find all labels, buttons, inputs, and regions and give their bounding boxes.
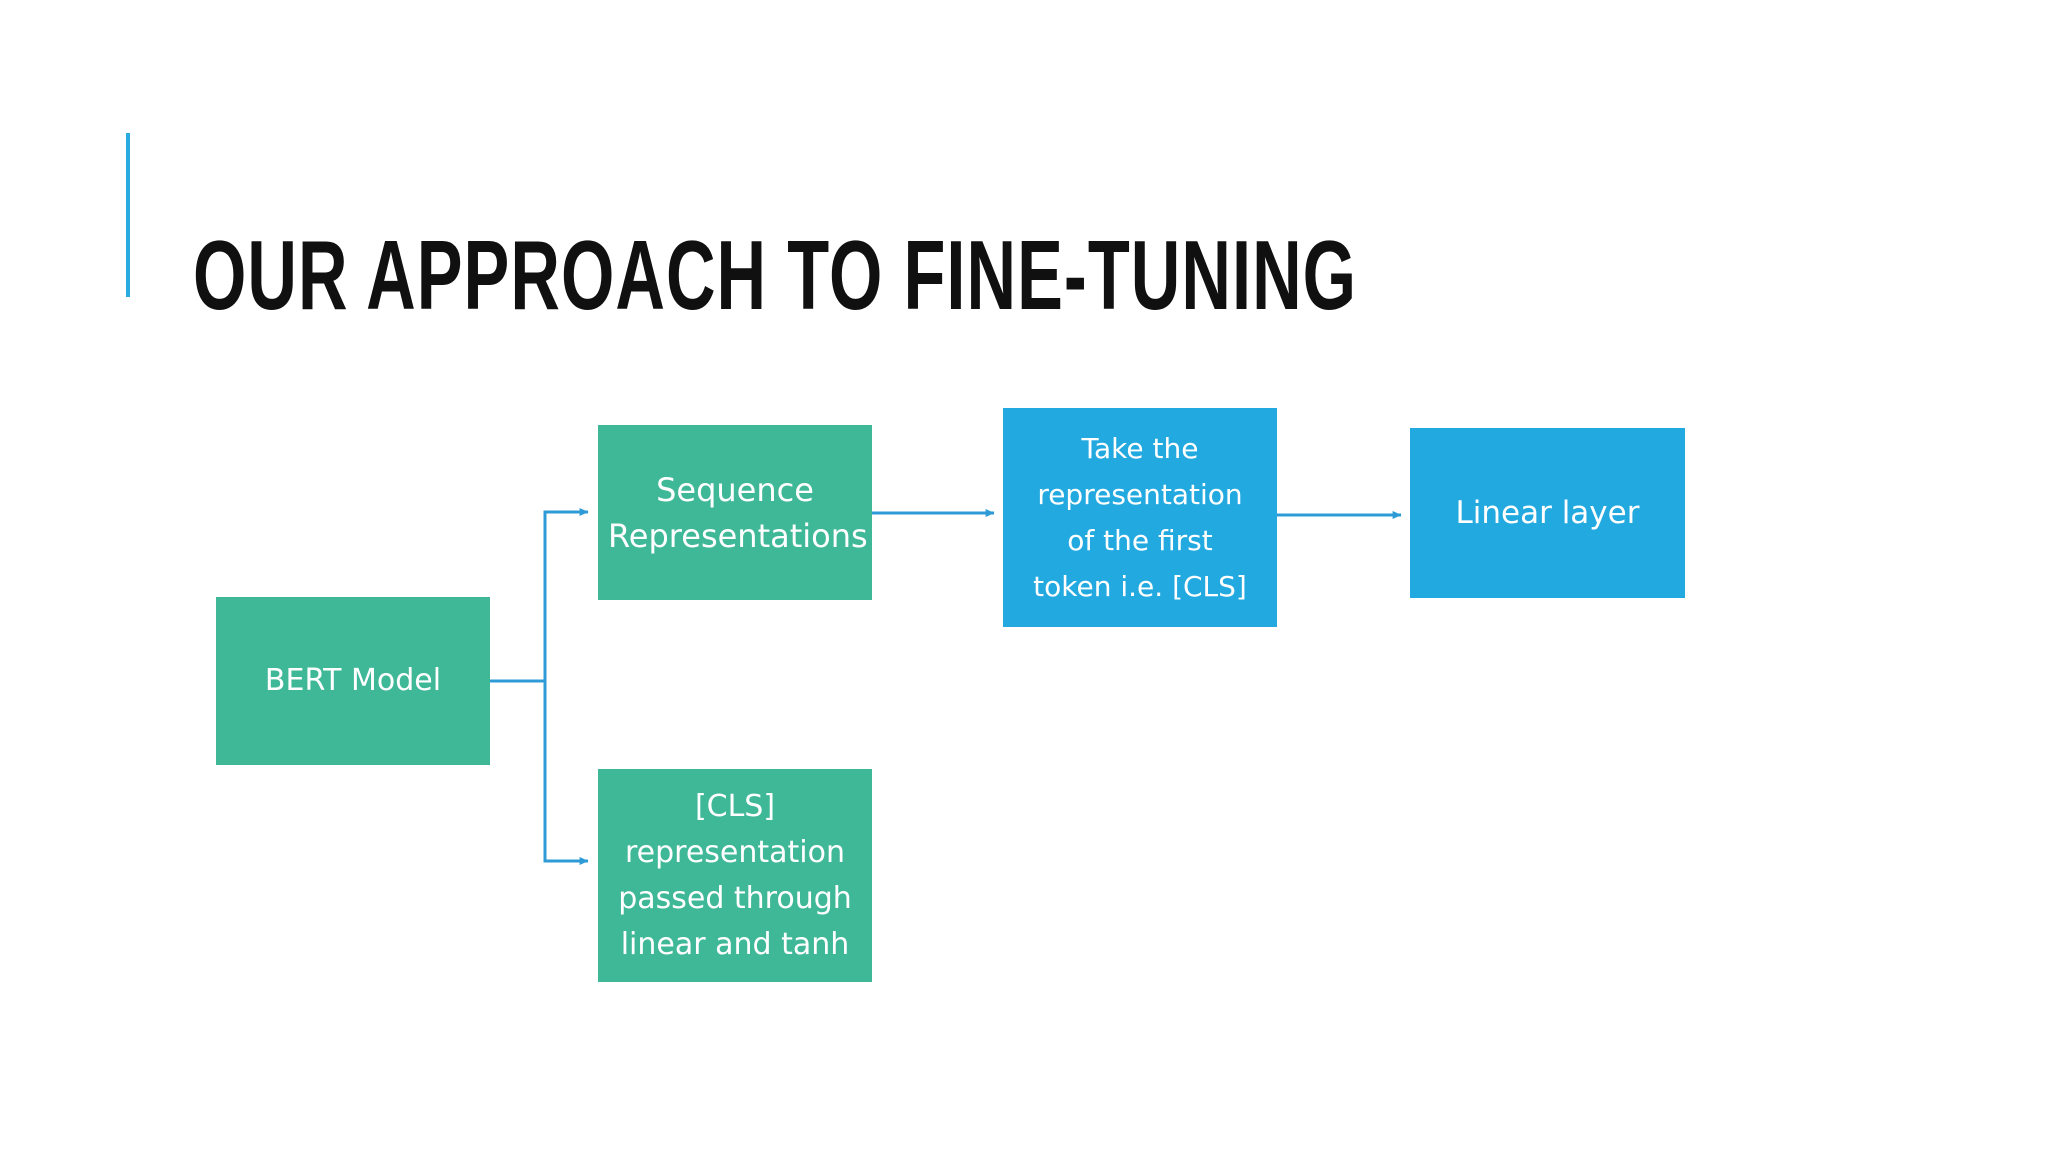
node-linear-layer[interactable]: Linear layer	[1410, 428, 1685, 598]
node-cls-representation-pooled[interactable]: [CLS] representation passed through line…	[598, 769, 872, 982]
node-bert-model-label: BERT Model	[264, 663, 442, 698]
title-accent-bar	[126, 133, 130, 297]
node-take-first-token-representation[interactable]: Take the representation of the first tok…	[1003, 408, 1277, 627]
edge-bert-to-sequence	[543, 508, 589, 681]
node-take-first-token-representation-label: Take the representation of the first tok…	[1033, 431, 1247, 603]
node-linear-layer-label: Linear layer	[1455, 495, 1640, 531]
node-sequence-representations-label: Sequence Representations	[608, 470, 868, 555]
node-cls-representation-pooled-label: [CLS] representation passed through line…	[618, 788, 852, 962]
edge-bert-to-cls-pooled	[543, 681, 589, 865]
node-bert-model[interactable]: BERT Model	[216, 597, 490, 765]
node-sequence-representations[interactable]: Sequence Representations	[598, 425, 872, 600]
